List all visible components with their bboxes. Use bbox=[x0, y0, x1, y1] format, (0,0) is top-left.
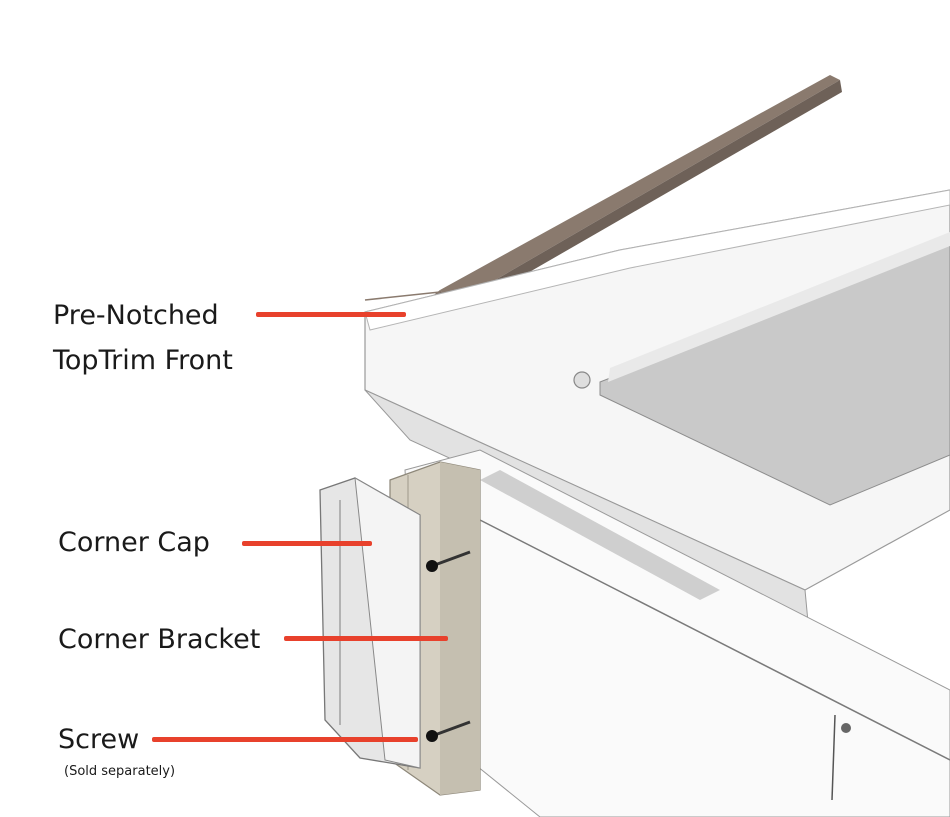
label-corner-bracket: Corner Bracket bbox=[58, 624, 261, 655]
corner-cap bbox=[319, 477, 421, 769]
leader-line-corner-cap bbox=[242, 541, 372, 546]
top-rail bbox=[364, 189, 950, 623]
leader-line-top-trim bbox=[256, 312, 406, 317]
leader-line-screw bbox=[152, 737, 418, 742]
screws bbox=[426, 550, 471, 742]
label-corner-cap: Corner Cap bbox=[58, 527, 210, 558]
leader-line-corner-bracket bbox=[284, 636, 448, 641]
label-pre-notched: Pre-Notched bbox=[53, 300, 219, 331]
screw-note: (Sold separately) bbox=[64, 764, 176, 779]
label-top-trim-front: TopTrim Front bbox=[53, 345, 233, 376]
label-screw: Screw bbox=[58, 724, 140, 755]
